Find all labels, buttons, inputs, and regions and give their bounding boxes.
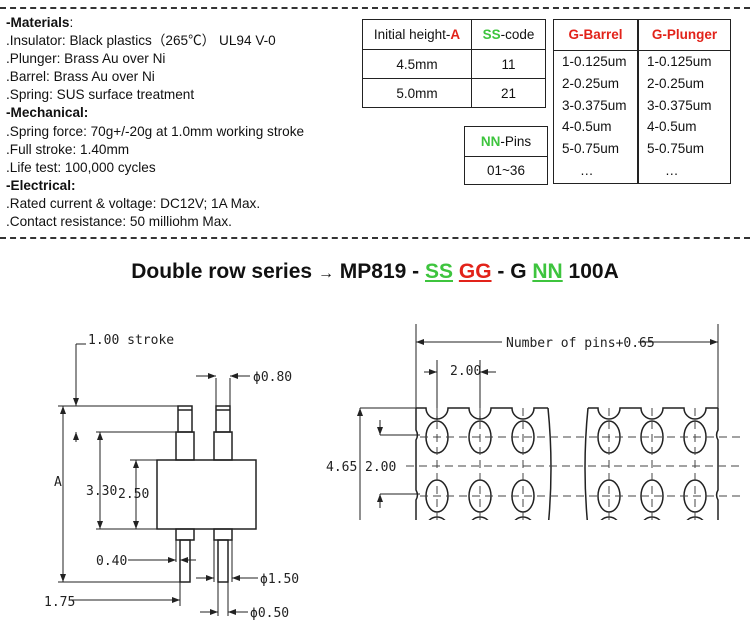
body-height-label: 4.65: [326, 460, 357, 475]
barrel-plating-table: G-Barrel 1-0.125um 2-0.25um 3-0.375um 4-…: [553, 19, 638, 184]
plunger-diameter-label: ϕ0.80: [253, 370, 292, 385]
mechanical-heading: -Mechanical:: [6, 105, 89, 121]
barrel-option: 5-0.75um: [562, 141, 620, 157]
specifications-text: -Materials: .Insulator: Black plastics（2…: [6, 14, 304, 231]
height-code-table: Initial height-A SS-code 4.5mm 11 5.0mm …: [362, 19, 546, 108]
spec-rated: .Rated current & voltage: DC12V; 1A Max.: [6, 195, 261, 211]
barrel-option: 2-0.25um: [562, 75, 620, 91]
spec-plunger: .Plunger: Brass Au over Ni: [6, 51, 166, 67]
code-cell: 11: [471, 49, 546, 79]
materials-colon: :: [69, 15, 74, 30]
pins-table: NN-Pins 01~36: [464, 126, 548, 185]
barrel-option: 1-0.125um: [562, 54, 627, 69]
tail-diameter-label: ϕ1.50: [260, 572, 299, 587]
plunger-option: 2-0.25um: [647, 75, 705, 91]
spec-life-test: .Life test: 100,000 cycles: [6, 159, 156, 175]
top-divider: [0, 7, 750, 9]
spec-insulator: .Insulator: Black plastics（265℃） UL94 V-…: [6, 33, 276, 49]
barrel-option: 4-0.5um: [562, 119, 612, 135]
plunger-plating-table: G-Plunger 1-0.125um 2-0.25um 3-0.375um 4…: [638, 19, 731, 184]
spec-contact: .Contact resistance: 50 milliohm Max.: [6, 214, 232, 230]
materials-heading: -Materials: [6, 15, 70, 30]
pitch-label: 2.00: [450, 364, 481, 379]
dimension-250-label: 2.50: [118, 487, 149, 502]
plunger-option: 4-0.5um: [647, 119, 697, 135]
middle-divider: [0, 237, 750, 239]
centerlines: [406, 408, 740, 520]
height-cell: 5.0mm: [362, 78, 472, 108]
part-number-title: Double row series → MP819 - SS GG - G NN…: [131, 260, 619, 283]
top-view-drawing: Number of pins+0.65 2.00 4.65 2.00: [326, 324, 740, 520]
plunger-option: 5-0.75um: [647, 141, 705, 157]
spec-spring: .Spring: SUS surface treatment: [6, 87, 195, 103]
spec-full-stroke: .Full stroke: 1.40mm: [6, 141, 130, 157]
side-view-drawing: 1.00 stroke ϕ0.80 A 3.30 2.50 0.40 ϕ1.50…: [44, 333, 299, 621]
height-cell: 4.5mm: [362, 49, 472, 79]
barrel-title: G-Barrel: [554, 20, 637, 51]
plunger-option-more: …: [665, 162, 679, 178]
height-header: Initial height-A: [362, 19, 472, 50]
code-cell: 21: [471, 78, 546, 108]
pins-width-label: Number of pins+0.65: [506, 336, 655, 351]
height-a-label: A: [54, 475, 62, 490]
row-pitch-label: 2.00: [365, 460, 396, 475]
electrical-heading: -Electrical:: [6, 177, 76, 193]
pins-header: NN-Pins: [464, 126, 548, 157]
dimension-175-label: 1.75: [44, 595, 75, 610]
barrel-option-more: …: [580, 162, 594, 178]
plunger-option: 3-0.375um: [647, 97, 712, 113]
spec-barrel: .Barrel: Brass Au over Ni: [6, 69, 155, 85]
connector-body-outline: [415, 407, 719, 520]
pin-diameter-label: ϕ0.50: [250, 606, 289, 621]
pins-range: 01~36: [464, 156, 548, 185]
stroke-dimension-label: 1.00 stroke: [88, 333, 174, 348]
spec-spring-force: .Spring force: 70g+/-20g at 1.0mm workin…: [6, 123, 305, 139]
ss-code-header: SS-code: [471, 19, 546, 50]
dimension-040-label: 0.40: [96, 554, 127, 569]
plunger-title: G-Plunger: [639, 20, 730, 51]
plunger-option: 1-0.125um: [647, 54, 712, 69]
dimension-330-label: 3.30: [86, 484, 117, 499]
barrel-option: 3-0.375um: [562, 97, 627, 113]
